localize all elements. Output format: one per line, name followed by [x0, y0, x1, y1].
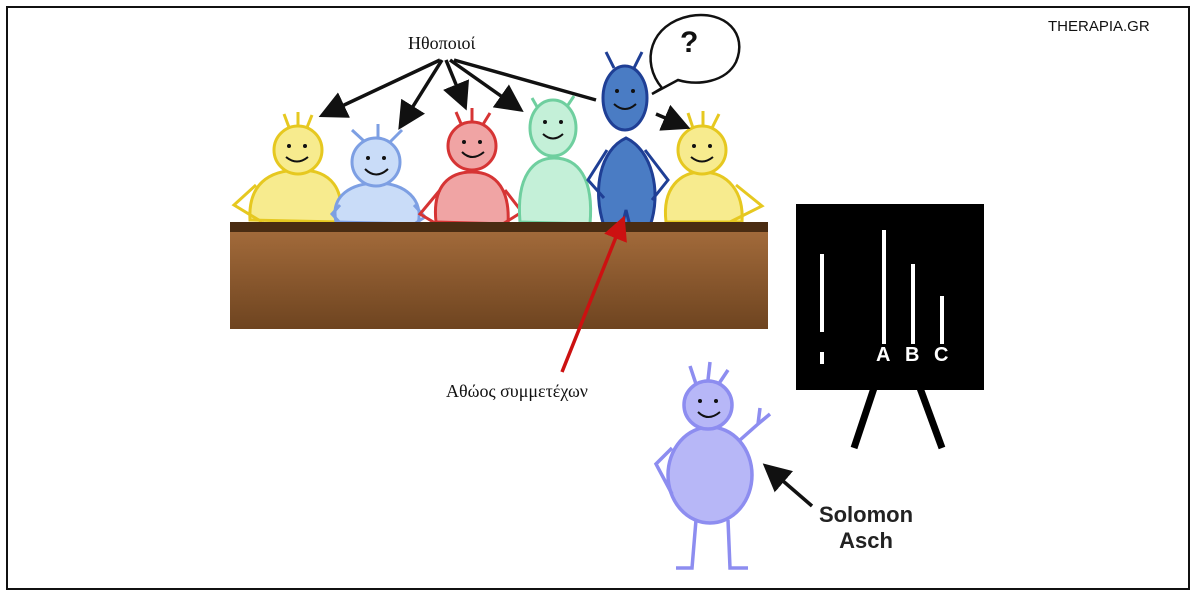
- board-label-a: A: [876, 344, 891, 366]
- experimenter-label-line2: Asch: [839, 528, 893, 553]
- thought-bubble: [649, 13, 741, 96]
- image-frame: [6, 6, 1190, 590]
- naive-participant-label: Αθώος συμμετέχων: [446, 381, 588, 401]
- experimenter-label-line1: Solomon: [818, 502, 914, 527]
- solomon-asch-figure: [653, 361, 772, 570]
- thought-question-mark: ?: [680, 26, 699, 59]
- board-label-c: C: [934, 344, 949, 366]
- actor-figure-green: [517, 95, 593, 232]
- naive-participant-figure: [586, 51, 670, 228]
- experimenter-arrow: [762, 463, 814, 508]
- table: [230, 222, 768, 329]
- brand-watermark: THERAPIA.GR: [1048, 18, 1150, 35]
- naive-participant-arrow: [560, 215, 627, 373]
- actor-figure-red: [417, 108, 525, 234]
- actor-figure-yellow-right: [663, 111, 765, 241]
- actor-arrows: [318, 58, 691, 131]
- actor-figure-lightblue: [329, 124, 428, 238]
- board-lines: [820, 230, 944, 364]
- actors-label: Ηθοποιοί: [408, 33, 476, 53]
- actor-figure-yellow-left: [231, 112, 343, 241]
- board-label-b: B: [905, 344, 920, 366]
- line-comparison-board: [796, 204, 984, 450]
- experimenter-label: Solomon Asch: [806, 502, 926, 554]
